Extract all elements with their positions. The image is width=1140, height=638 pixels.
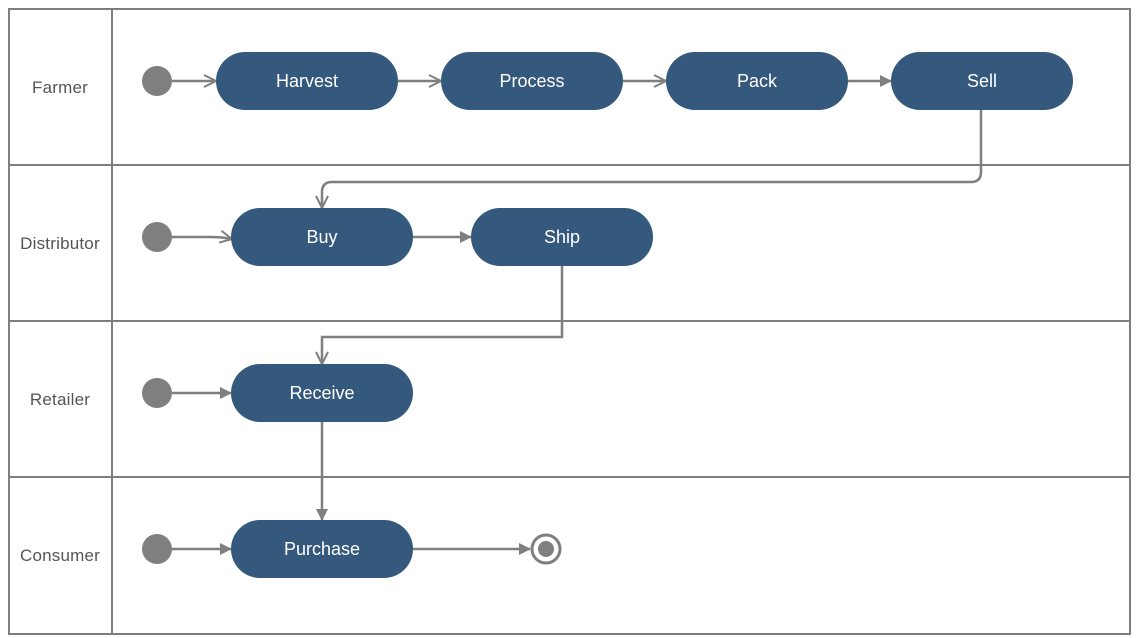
activity-receive[interactable]: Receive [231, 364, 413, 422]
start-node-consumer [142, 534, 172, 564]
start-node-distributor [142, 222, 172, 252]
activity-pack[interactable]: Pack [666, 52, 848, 110]
end-node-inner [538, 541, 554, 557]
activity-sell[interactable]: Sell [891, 52, 1073, 110]
lane-label-consumer: Consumer [19, 546, 101, 565]
lane-label-retailer: Retailer [29, 390, 91, 409]
start-node-farmer [142, 66, 172, 96]
activity-harvest[interactable]: Harvest [216, 52, 398, 110]
edge-sell-to-buy [322, 110, 983, 208]
edge-ship-to-receive [322, 266, 564, 364]
activity-ship[interactable]: Ship [471, 208, 653, 266]
start-node-retailer [142, 378, 172, 408]
activity-process[interactable]: Process [441, 52, 623, 110]
activity-buy[interactable]: Buy [231, 208, 413, 266]
lane-label-distributor: Distributor [20, 234, 100, 253]
activity-purchase[interactable]: Purchase [231, 520, 413, 578]
edge-start-to-buy [172, 237, 232, 239]
lane-label-farmer: Farmer [32, 78, 88, 97]
